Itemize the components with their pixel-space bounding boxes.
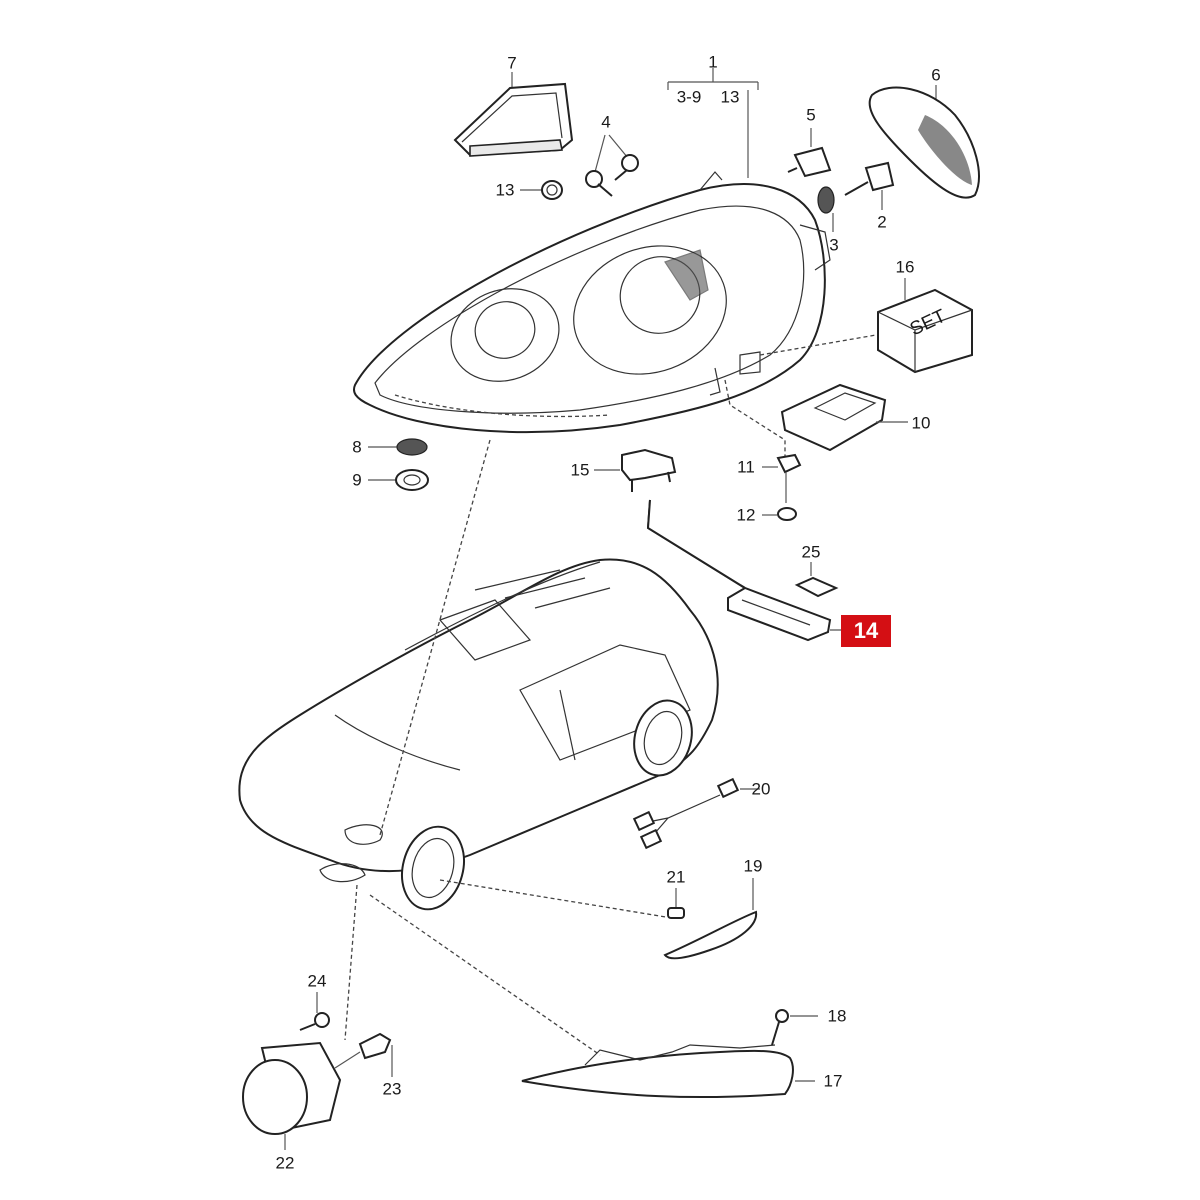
bulb-2: [844, 161, 895, 210]
bulb-holder-3: [817, 186, 835, 232]
mesh-cover-6: [868, 85, 980, 199]
callout-9: 9: [352, 470, 362, 490]
screw-18: [771, 1009, 818, 1046]
callout-16: 16: [895, 257, 915, 277]
socket-5: [787, 128, 832, 178]
drl-17: [521, 1044, 815, 1099]
callout-7: 7: [507, 53, 517, 73]
callout-11: 11: [737, 457, 755, 477]
callout-23: 23: [382, 1079, 402, 1099]
vehicle-overview: [238, 558, 719, 911]
grommet-8: [368, 438, 428, 456]
set-box-16: [759, 278, 973, 374]
bracket-25: [794, 562, 839, 598]
callout-14-highlighted: 14: [841, 615, 891, 647]
fog-light-22: [242, 1041, 342, 1150]
harness-20: [632, 777, 760, 850]
callout-20: 20: [751, 779, 771, 799]
callout-15: 15: [570, 460, 590, 480]
screws-4: [585, 134, 639, 197]
callout-24: 24: [307, 971, 327, 991]
control-unit-10: [724, 379, 908, 462]
control-module-14: [646, 499, 848, 642]
bracket-7: [453, 72, 574, 157]
group-bracket-1: [667, 68, 759, 178]
callout-5: 5: [806, 105, 816, 125]
callout-1-sub-a: 3-9: [676, 87, 702, 107]
callout-4: 4: [601, 112, 611, 132]
screw-12: [762, 507, 797, 521]
callout-21: 21: [666, 867, 686, 887]
headlight-assembly-1: [352, 171, 831, 434]
callout-1: 1: [708, 52, 718, 72]
callout-2: 2: [877, 212, 887, 232]
side-marker-19: [663, 878, 758, 960]
callout-3: 3: [829, 235, 839, 255]
callout-10: 10: [911, 413, 931, 433]
callout-18: 18: [827, 1006, 847, 1026]
callout-19: 19: [743, 856, 763, 876]
seal-ring-9: [368, 469, 429, 491]
bulb-21: [667, 888, 685, 919]
callout-22: 22: [275, 1153, 295, 1173]
callout-6: 6: [931, 65, 941, 85]
callout-1-sub-b: 13: [720, 87, 740, 107]
callout-13: 13: [495, 180, 515, 200]
motor-15: [594, 448, 677, 492]
screw-24: [299, 992, 330, 1031]
clip-11: [762, 453, 802, 503]
fastener-13: [520, 180, 563, 200]
callout-8: 8: [352, 437, 362, 457]
bulb-23: [334, 1032, 393, 1077]
callout-12: 12: [736, 505, 756, 525]
callout-25: 25: [801, 542, 821, 562]
callout-17: 17: [823, 1071, 843, 1091]
